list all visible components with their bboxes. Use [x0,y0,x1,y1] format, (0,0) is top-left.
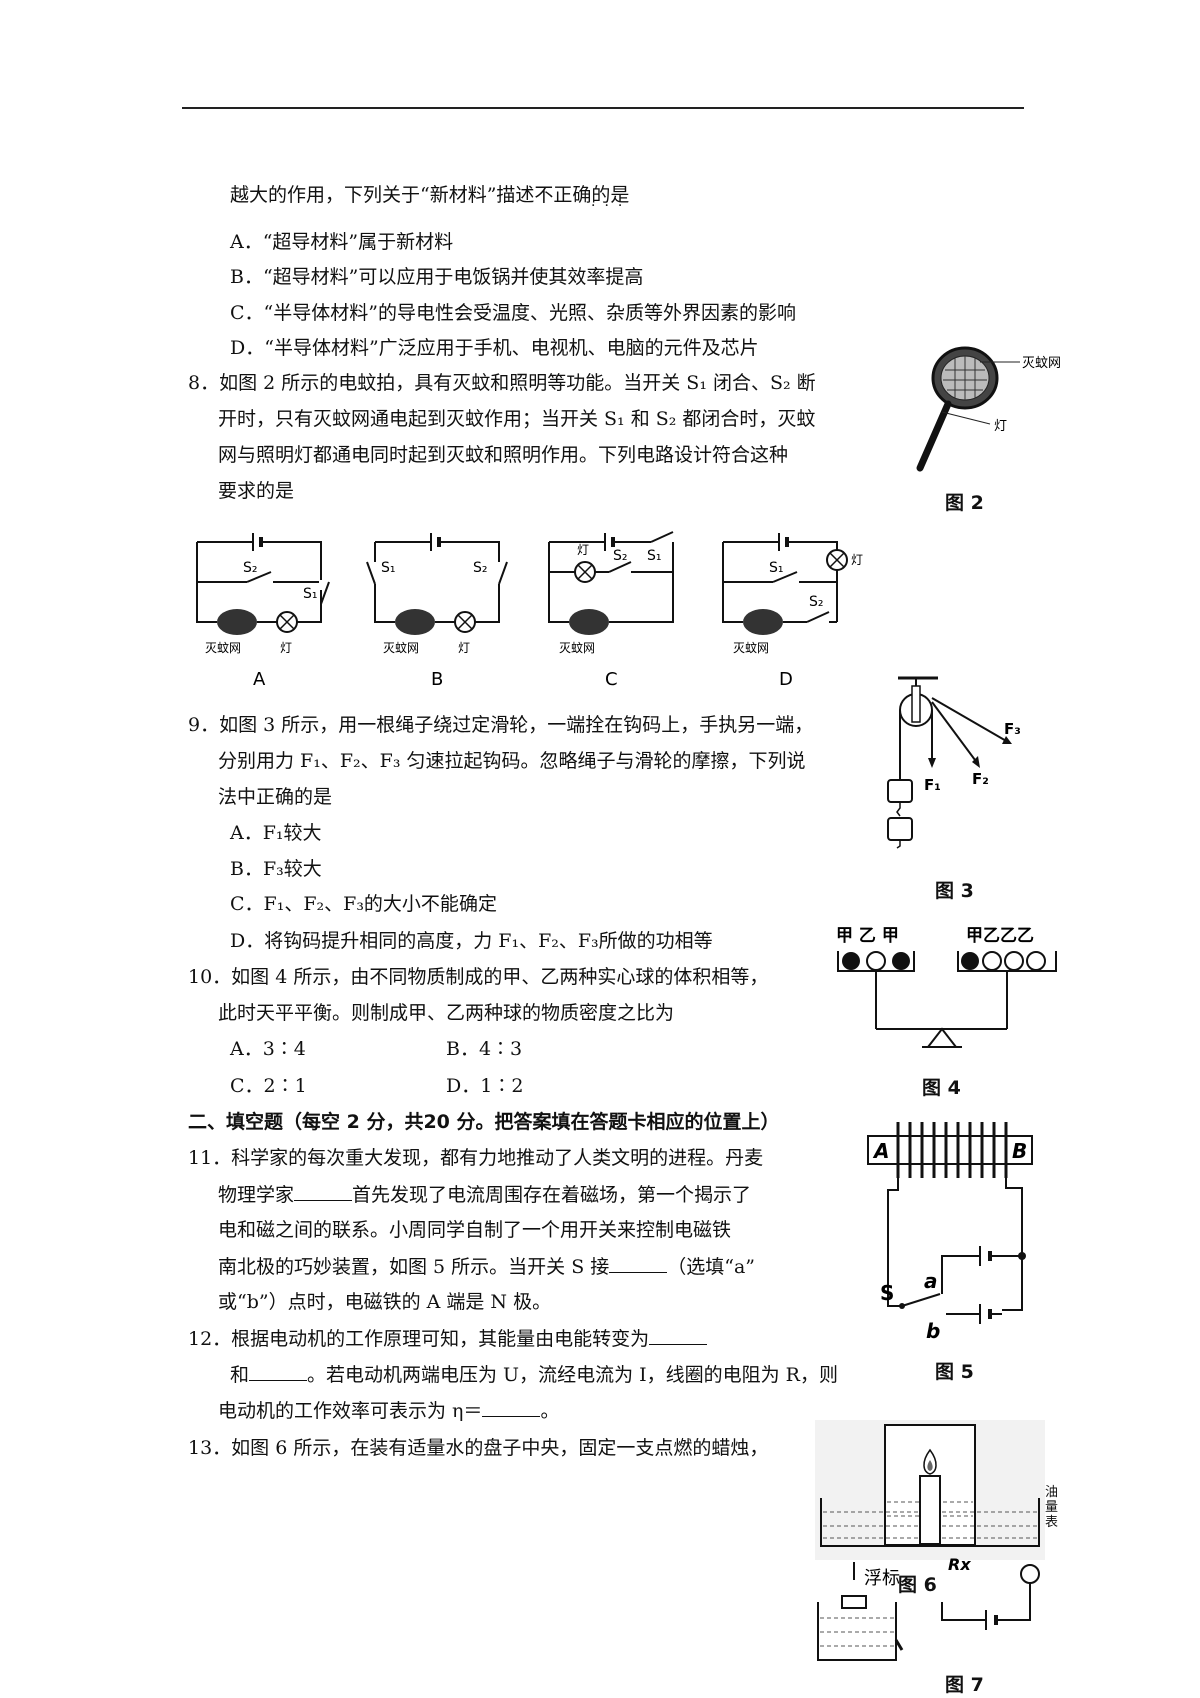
svg-text:灯: 灯 [577,543,589,557]
circuit-options: S₂ S₁ 灭蚊网 灯 A S₁ S₂ 灭蚊网 灯 B 灯 S₂ S₁ 灭蚊网 … [196,531,863,690]
answer-blank[interactable] [249,1362,308,1381]
q9-line1: 9．如图 3 所示，用一根绳子绕过定滑轮，一端拴在钩码上，手执另一端， [188,714,814,736]
svg-text:浮标: 浮标 [864,1568,900,1589]
svg-text:灭蚊网: 灭蚊网 [733,640,769,655]
svg-text:F₃: F₃ [1004,720,1021,738]
q9-line3: 法中正确的是 [218,786,333,808]
answer-blank[interactable] [482,1398,541,1417]
svg-text:S₂: S₂ [473,560,488,576]
q9-option-a: A．F₁较大 [230,822,322,844]
figure-5-electromagnet: A B S a b [867,1122,1033,1343]
svg-text:B: B [1012,1139,1027,1163]
q10-line1: 10．如图 4 所示，由不同物质制成的甲、乙两种实心球的体积相等， [188,966,769,988]
figure-7-oil-gauge: 浮标 Rx [817,1555,1040,1661]
section-2-title: 二、填空题（每空 2 分，共20 分。把答案填在答题卡相应的位置上） [188,1111,780,1133]
figure-4-caption: 图 4 [922,1077,961,1099]
q7-stem: 越大的作用，下列关于“新材料”描述不正确的是 [230,184,630,206]
q11-line2: 物理学家首先发现了电流周围存在着磁场，第一个揭示了 [218,1182,752,1206]
svg-text:b: b [926,1319,940,1343]
figure-6-candle [815,1420,1045,1560]
svg-text:S₂: S₂ [243,560,258,576]
svg-text:F₁: F₁ [924,776,941,794]
figure-5-caption: 图 5 [935,1361,974,1383]
svg-text:灭蚊网: 灭蚊网 [205,640,241,655]
svg-text:D: D [779,669,793,690]
q11-line1: 11．科学家的每次重大发现，都有力地推动了人类文明的进程。丹麦 [188,1147,764,1169]
q10-option-d: D．1∶2 [446,1075,524,1097]
svg-text:C: C [605,669,618,690]
q8-line2: 开时，只有灭蚊网通电起到灭蚊作用；当开关 S₁ 和 S₂ 都闭合时，灭蚊 [218,408,816,430]
svg-text:S₁: S₁ [381,560,396,576]
answer-blank[interactable] [609,1254,668,1273]
svg-text:灯: 灯 [851,553,863,567]
q9-option-d: D．将钩码提升相同的高度，力 F₁、F₂、F₃所做的功相等 [230,930,713,952]
svg-text:a: a [924,1269,938,1293]
q9-option-c: C．F₁、F₂、F₃的大小不能确定 [230,893,497,915]
q10-option-c: C．2∶1 [230,1075,307,1097]
figure-2-swatter: 灭蚊网 灯 [916,346,1061,472]
q8-line3: 网与照明灯都通电同时起到灭蚊和照明作用。下列电路设计符合这种 [218,444,789,466]
figure-7-meter-label: 油量表 [1045,1485,1059,1530]
circuit-a[interactable]: S₂ S₁ 灭蚊网 灯 A [196,531,330,690]
emphasis-dots: ··· [591,198,632,214]
svg-text:S₁: S₁ [303,586,318,602]
answer-blank[interactable] [294,1182,353,1201]
figure-3-caption: 图 3 [935,880,974,902]
q8-line4: 要求的是 [218,480,295,502]
q11-line5: 或“b”）点时，电磁铁的 A 端是 N 极。 [218,1291,552,1313]
option-letter: A [253,669,266,690]
q7-option-c: C．“半导体材料”的导电性会受温度、光照、杂质等外界因素的影响 [230,302,796,324]
q7-option-b: B．“超导材料”可以应用于电饭锅并使其效率提高 [230,266,644,288]
q8-line1: 8．如图 2 所示的电蚊拍，具有灭蚊和照明等功能。当开关 S₁ 闭合、S₂ 断 [188,372,816,394]
svg-text:甲 乙 甲: 甲 乙 甲 [836,926,899,946]
figure-2-caption: 图 2 [945,492,984,514]
svg-text:灭蚊网: 灭蚊网 [559,640,595,655]
q10-option-a: A．3∶4 [230,1038,306,1060]
svg-text:S₂: S₂ [613,548,628,564]
q13-line1: 13．如图 6 所示，在装有适量水的盘子中央，固定一支点燃的蜡烛， [188,1437,769,1459]
answer-blank[interactable] [649,1326,708,1345]
header-rule [182,107,1024,109]
label-lamp: 灯 [994,419,1007,434]
q7-option-a: A．“超导材料”属于新材料 [230,231,454,253]
q7-option-d: D．“半导体材料”广泛应用于手机、电视机、电脑的元件及芯片 [230,337,759,359]
figure-4-balance: 甲 乙 甲 甲乙乙乙 [836,926,1057,1048]
svg-text:Rx: Rx [948,1555,971,1574]
q9-line2: 分别用力 F₁、F₂、F₃ 匀速拉起钩码。忽略绳子与滑轮的摩擦，下列说 [218,750,806,772]
circuit-c[interactable]: 灯 S₂ S₁ 灭蚊网 C [548,531,674,690]
svg-text:S: S [880,1281,894,1305]
label-net: 灭蚊网 [1022,356,1061,371]
svg-text:灯: 灯 [458,641,470,655]
q12-line3: 电动机的工作效率可表示为 η＝。 [218,1398,560,1422]
circuit-d[interactable]: 灯 S₁ S₂ 灭蚊网 D [722,531,863,690]
figure-6-caption: 图 6 [898,1574,937,1596]
q9-option-b: B．F₃较大 [230,858,322,880]
q11-line4: 南北极的巧妙装置，如图 5 所示。当开关 S 接（选填“a” [218,1254,756,1278]
svg-text:灯: 灯 [280,641,292,655]
svg-text:B: B [431,669,443,690]
svg-text:S₁: S₁ [769,560,784,576]
q12-line2: 和。若电动机两端电压为 U，流经电流为 I，线圈的电阻为 R，则 [230,1362,838,1386]
svg-text:甲乙乙乙: 甲乙乙乙 [966,926,1034,946]
circuit-b[interactable]: S₁ S₂ 灭蚊网 灯 B [366,531,508,690]
svg-text:S₂: S₂ [809,594,824,610]
q10-option-b: B．4∶3 [446,1038,523,1060]
q10-line2: 此时天平平衡。则制成甲、乙两种球的物质密度之比为 [218,1002,675,1024]
svg-text:A: A [872,1139,889,1163]
svg-text:灭蚊网: 灭蚊网 [383,640,419,655]
svg-text:S₁: S₁ [647,548,662,564]
figure-7-caption: 图 7 [945,1674,984,1696]
figure-3-pulley: F₁ F₂ F₃ [887,676,1021,849]
q12-line1: 12．根据电动机的工作原理可知，其能量由电能转变为 [188,1326,708,1351]
q11-line3: 电和磁之间的联系。小周同学自制了一个用开关来控制电磁铁 [218,1219,732,1241]
svg-text:F₂: F₂ [972,770,989,788]
